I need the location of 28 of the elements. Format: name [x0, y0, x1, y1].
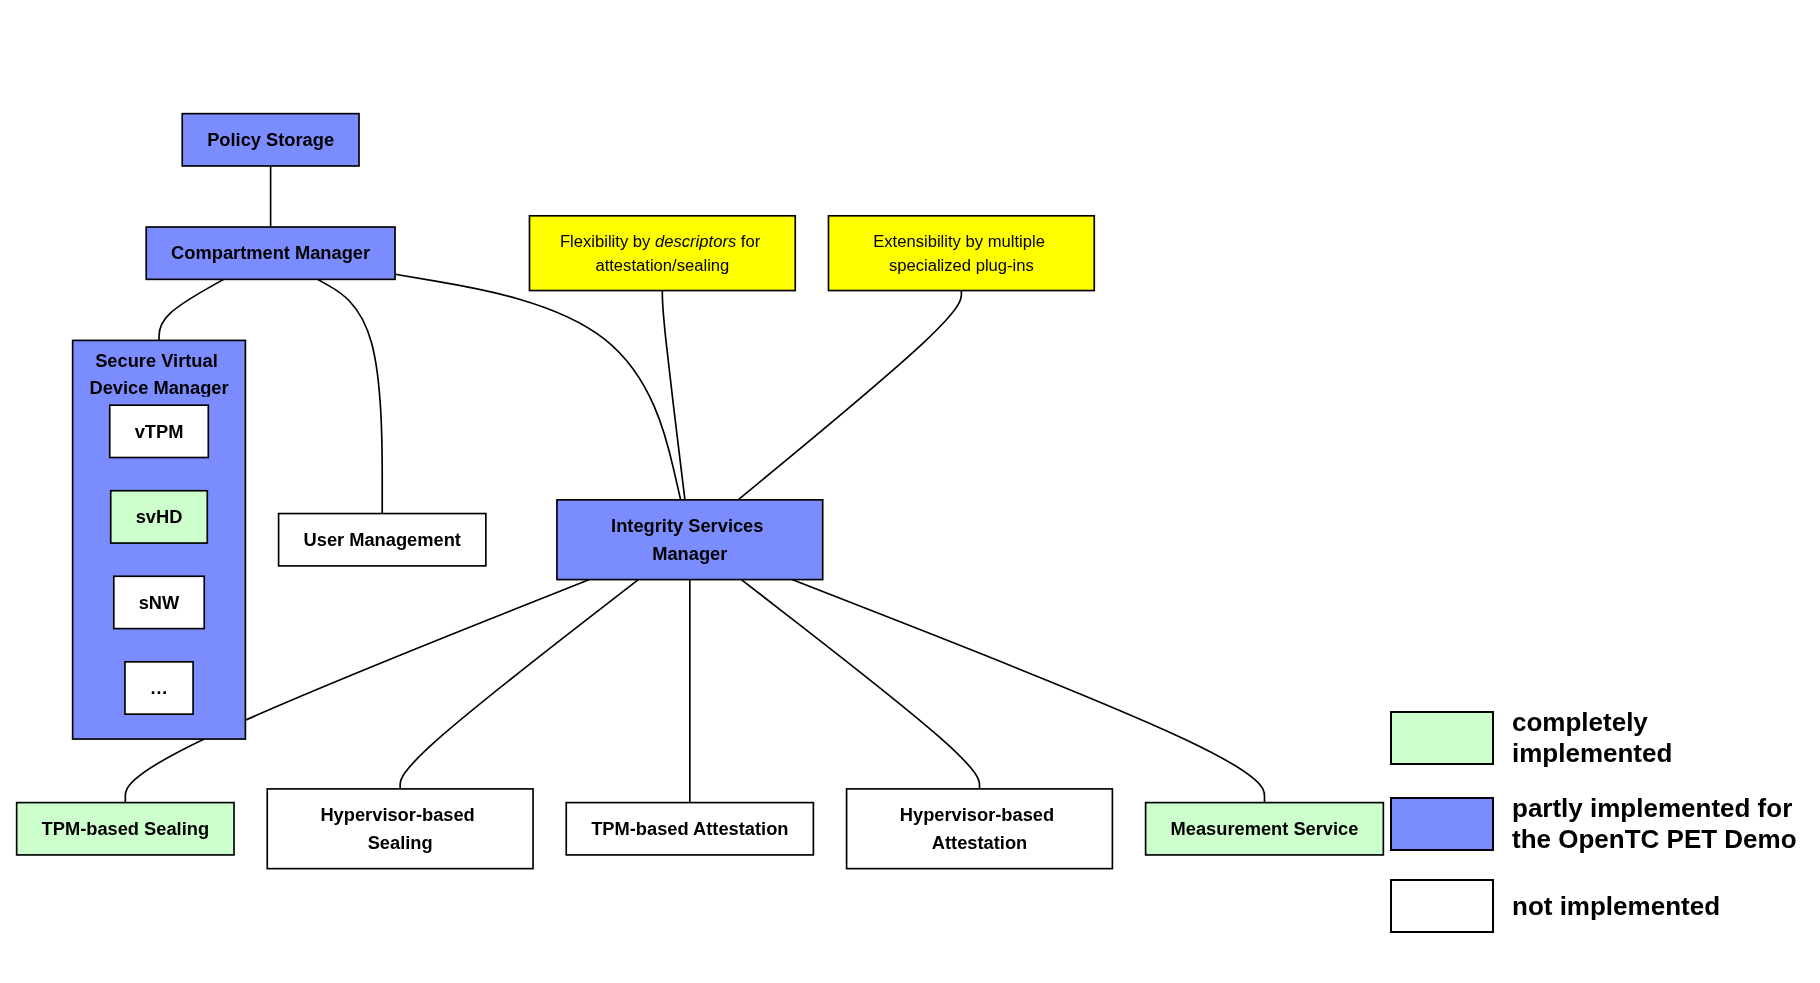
- node-box: Hypervisor-based Attestation: [845, 788, 1114, 870]
- connector: [689, 579, 691, 804]
- node-box: Flexibility by descriptors for attestation/sealing: [528, 215, 797, 292]
- legend-text: completely implemented: [1512, 707, 1674, 769]
- legend-text: partly implemented for the OpenTC PET Demo: [1512, 793, 1798, 855]
- connector: [661, 290, 686, 502]
- connector: [737, 290, 963, 502]
- node-box: Integrity Services Manager: [556, 499, 824, 581]
- legend-text: not implemented: [1512, 890, 1720, 922]
- node-box: Compartment Manager: [145, 226, 396, 281]
- node-box: Policy Storage: [181, 113, 360, 168]
- connector: [269, 165, 272, 229]
- connector: [740, 579, 981, 791]
- connector: [158, 278, 225, 342]
- node-box: Hypervisor-based Sealing: [266, 788, 534, 870]
- node-box: TPM-based Sealing: [15, 802, 235, 857]
- node-box: sNW: [112, 575, 206, 630]
- connector: [124, 579, 591, 804]
- node-box: vTPM: [108, 404, 210, 459]
- connector: [316, 278, 384, 515]
- connector: [399, 579, 640, 791]
- node-box: User Management: [277, 513, 487, 568]
- node-box: …: [124, 661, 194, 716]
- connector: [791, 579, 1266, 804]
- node-box: Measurement Service: [1144, 802, 1385, 857]
- node-box: Extensibility by multiple specialized plug-ins: [827, 215, 1096, 292]
- node-box: TPM-based Attestation: [565, 802, 815, 857]
- node-box: svHD: [109, 490, 209, 545]
